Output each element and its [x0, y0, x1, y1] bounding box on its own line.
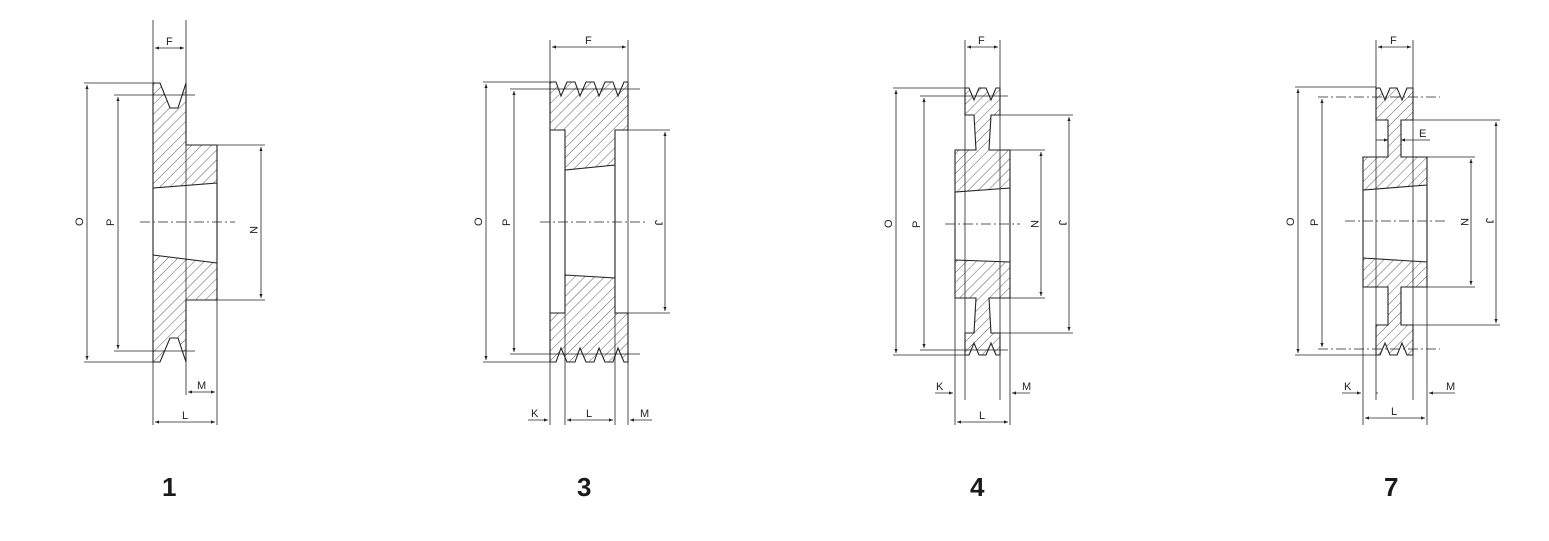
- label-O: O: [473, 217, 485, 226]
- label-K: K: [531, 408, 539, 420]
- label-F: F: [978, 35, 985, 47]
- label-F: F: [585, 35, 592, 47]
- label-J: J: [652, 220, 664, 226]
- label-M: M: [1022, 381, 1031, 393]
- figure-number: 4: [970, 472, 985, 502]
- figure-4: F O P N J K M L 4: [883, 35, 1073, 502]
- label-O: O: [883, 219, 895, 228]
- figure-7: F E O P N J K M L 7: [1285, 35, 1500, 502]
- label-P: P: [105, 219, 117, 226]
- figure-1: F O P N M L 1: [74, 20, 265, 502]
- label-N: N: [247, 226, 259, 234]
- figure-number: 1: [162, 472, 176, 502]
- label-L: L: [1391, 406, 1397, 418]
- label-N: N: [1028, 220, 1040, 228]
- figure-number: 3: [577, 472, 591, 502]
- label-O: O: [1285, 217, 1297, 226]
- figure-number: 7: [1384, 472, 1398, 502]
- label-P: P: [911, 221, 923, 228]
- label-L: L: [979, 410, 985, 422]
- label-K: K: [936, 381, 944, 393]
- label-L: L: [586, 408, 592, 420]
- label-O: O: [74, 217, 86, 226]
- label-M: M: [197, 380, 206, 392]
- label-M: M: [640, 408, 649, 420]
- figure-3: F O P J K L M 3: [473, 35, 670, 502]
- label-F: F: [166, 36, 173, 48]
- label-J: J: [1483, 218, 1495, 224]
- label-N: N: [1458, 218, 1470, 226]
- label-K: K: [1344, 381, 1352, 393]
- label-F: F: [1390, 35, 1397, 47]
- label-M: M: [1446, 381, 1455, 393]
- label-P: P: [501, 219, 513, 226]
- label-P: P: [1309, 219, 1321, 226]
- label-E: E: [1419, 128, 1426, 140]
- label-J: J: [1056, 220, 1068, 226]
- label-L: L: [182, 410, 188, 422]
